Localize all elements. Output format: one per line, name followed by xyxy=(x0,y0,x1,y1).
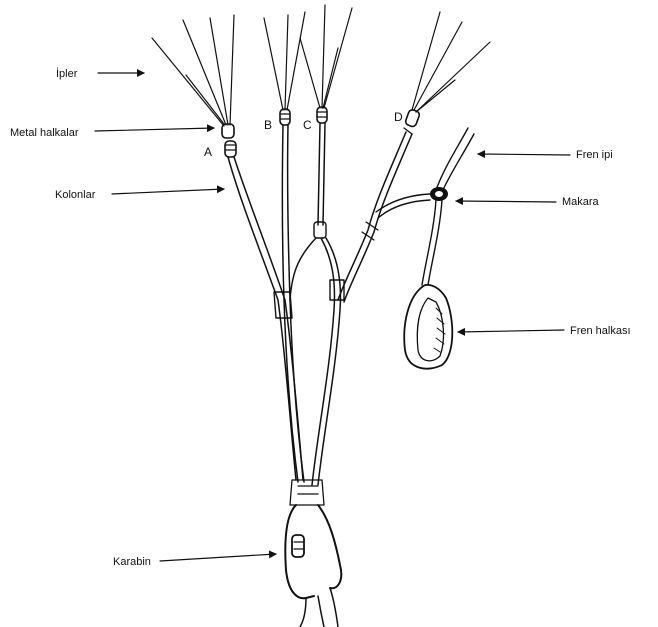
risers xyxy=(228,123,412,505)
label-karabin: Karabin xyxy=(113,556,151,568)
metal-links xyxy=(222,107,420,157)
pulley xyxy=(376,187,448,218)
riser-letter-b: B xyxy=(264,118,272,132)
arrow-fren-ipi xyxy=(478,154,570,155)
brake-handle xyxy=(404,285,452,369)
label-metal-halkalar: Metal halkalar xyxy=(10,127,79,139)
arrow-kolonlar xyxy=(112,189,224,194)
lines-b-group xyxy=(264,12,305,110)
riser-d xyxy=(338,132,412,302)
riser-letter-a: A xyxy=(204,145,212,159)
arrow-fren-halkasi xyxy=(458,330,564,332)
metal-link-b xyxy=(280,109,290,125)
arrow-makara xyxy=(456,201,556,202)
riser-letter-d: D xyxy=(394,110,403,124)
lines-c-group xyxy=(300,5,352,108)
suspension-lines xyxy=(152,5,490,126)
metal-link-d xyxy=(404,109,420,134)
metal-link-c xyxy=(317,107,327,123)
lines-a-group xyxy=(152,15,234,126)
label-fren-ipi: Fren ipi xyxy=(576,149,613,161)
label-kolonlar: Kolonlar xyxy=(55,189,96,201)
brake-line xyxy=(422,128,474,285)
carabiner xyxy=(285,505,341,627)
label-ipler: İpler xyxy=(56,67,78,80)
metal-link-a xyxy=(222,124,236,157)
label-fren-halkasi: Fren halkası xyxy=(570,325,631,337)
label-makara: Makara xyxy=(562,196,600,208)
riser-letter-c: C xyxy=(303,118,312,132)
lines-d-group xyxy=(412,12,490,112)
arrow-karabin xyxy=(160,554,276,561)
arrow-metal-halkalar xyxy=(95,128,214,131)
